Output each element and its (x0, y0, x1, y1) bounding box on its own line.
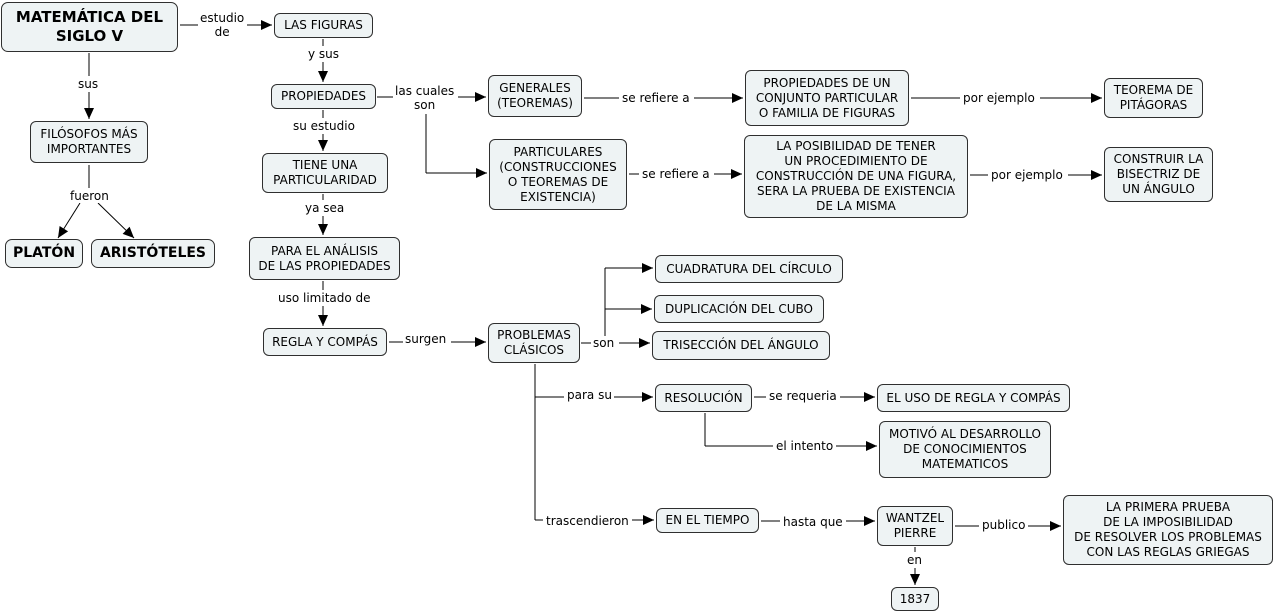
label-para-su: para su (566, 388, 613, 402)
arrowhead (643, 515, 654, 525)
node-cuadratura[interactable]: CUADRATURA DEL CÍRCULO (655, 255, 843, 283)
arrowhead (476, 168, 487, 178)
arrowhead (1091, 170, 1102, 180)
arrowhead (732, 93, 743, 103)
label-sus: sus (77, 77, 100, 91)
arrowhead (910, 574, 920, 585)
label-surgen: surgen (404, 332, 448, 346)
label-el-intento: el intento (775, 439, 835, 453)
label-por-ejemplo-2: por ejemplo (990, 168, 1064, 182)
arrowhead (475, 337, 486, 347)
node-posibilidad[interactable]: LA POSIBILIDAD DE TENER UN PROCEDIMIENTO… (744, 135, 968, 218)
node-uso-regla[interactable]: EL USO DE REGLA Y COMPÁS (877, 384, 1070, 412)
label-en: en (906, 553, 923, 567)
node-analisis[interactable]: PARA EL ANÁLISIS DE LAS PROPIEDADES (249, 237, 400, 280)
label-publico: publico (981, 518, 1027, 532)
label-hasta-que: hasta que (782, 515, 844, 529)
label-se-refiere-2: se refiere a (641, 167, 711, 181)
node-particulares[interactable]: PARTICULARES (CONSTRUCCIONES O TEOREMAS … (489, 139, 627, 210)
node-particularidad[interactable]: TIENE UNA PARTICULARIDAD (262, 153, 388, 193)
node-aristoteles[interactable]: ARISTÓTELES (91, 239, 215, 268)
arrowhead (1050, 521, 1061, 531)
node-platon[interactable]: PLATÓN (5, 239, 83, 268)
arrowhead (1091, 93, 1102, 103)
arrowhead (318, 315, 328, 326)
arrowhead (261, 20, 272, 30)
node-prop-conjunto[interactable]: PROPIEDADES DE UN CONJUNTO PARTICULAR O … (745, 70, 909, 126)
node-propiedades[interactable]: PROPIEDADES (271, 84, 376, 109)
arrowhead (642, 263, 653, 273)
arrowhead (318, 140, 328, 151)
label-las-cuales-son: las cuales son (394, 84, 456, 112)
label-ya-sea: ya sea (304, 201, 346, 215)
arrowhead (58, 226, 69, 238)
arrowhead (318, 224, 328, 235)
node-pitagoras[interactable]: TEOREMA DE PITÁGORAS (1104, 78, 1203, 118)
arrowhead (642, 392, 653, 402)
label-trascendieron: trascendieron (545, 514, 630, 528)
arrowhead (866, 441, 877, 451)
arrowhead (318, 71, 328, 82)
node-title[interactable]: MATEMÁTICA DEL SIGLO V (1, 2, 178, 52)
arrowhead (864, 516, 875, 526)
label-por-ejemplo-1: por ejemplo (962, 91, 1036, 105)
node-filosofos[interactable]: FILÓSOFOS MÁS IMPORTANTES (30, 121, 148, 163)
arrowhead (731, 169, 742, 179)
arrowhead (639, 338, 650, 348)
arrowhead (122, 226, 134, 238)
node-regla[interactable]: REGLA Y COMPÁS (263, 328, 387, 356)
node-bisectriz[interactable]: CONSTRUIR LA BISECTRIZ DE UN ÁNGULO (1104, 147, 1213, 202)
label-estudio-de: estudio de (199, 11, 246, 39)
node-triseccion[interactable]: TRISECCIÓN DEL ÁNGULO (652, 331, 830, 360)
node-prueba[interactable]: LA PRIMERA PRUEBA DE LA IMPOSIBILIDAD DE… (1063, 495, 1273, 565)
label-su-estudio: su estudio (292, 119, 356, 133)
arrowhead (84, 108, 94, 119)
node-problemas[interactable]: PROBLEMAS CLÁSICOS (488, 323, 580, 363)
arrowhead (864, 392, 875, 402)
node-tiempo[interactable]: EN EL TIEMPO (656, 508, 759, 533)
label-fueron: fueron (69, 189, 110, 203)
label-se-refiere-1: se refiere a (621, 91, 691, 105)
arrowhead (641, 304, 652, 314)
node-year[interactable]: 1837 (891, 587, 939, 611)
node-figuras[interactable]: LAS FIGURAS (274, 13, 373, 38)
label-se-requeria: se requeria (768, 389, 838, 403)
label-uso-limitado: uso limitado de (277, 291, 372, 305)
arrowhead (475, 92, 486, 102)
node-wantzel[interactable]: WANTZEL PIERRE (877, 506, 953, 546)
node-duplicacion[interactable]: DUPLICACIÓN DEL CUBO (654, 295, 824, 323)
label-son: son (592, 336, 616, 350)
node-motivo[interactable]: MOTIVÓ AL DESARROLLO DE CONOCIMIENTOS MA… (879, 421, 1051, 478)
node-resolucion[interactable]: RESOLUCIÓN (655, 384, 752, 412)
label-y-sus: y sus (307, 47, 341, 61)
node-generales[interactable]: GENERALES (TEOREMAS) (488, 75, 582, 117)
